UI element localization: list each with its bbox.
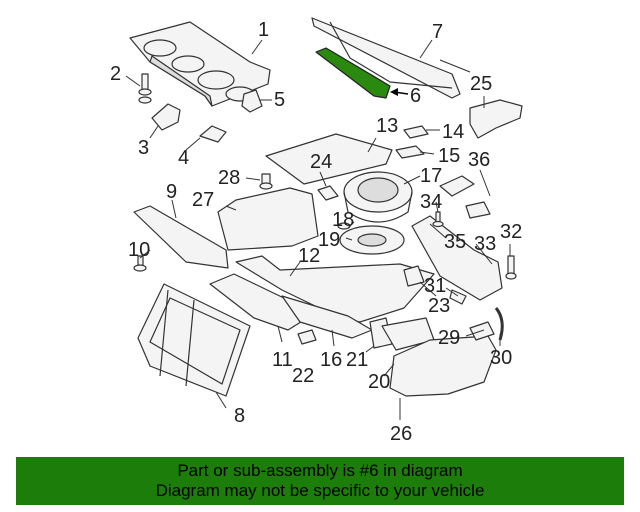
callout-18: 18 <box>332 209 355 231</box>
callout-36: 36 <box>468 149 491 171</box>
callout-34: 34 <box>420 191 443 213</box>
part-1-parcel-shelf <box>129 21 271 107</box>
part-32-clip <box>505 255 517 280</box>
part-6-arrowhead <box>390 88 398 96</box>
part-36-bracket <box>439 175 475 197</box>
callout-3: 3 <box>138 137 150 159</box>
part-13-floor-cover <box>265 133 393 185</box>
part-24-box <box>317 185 339 201</box>
info-banner: Part or sub-assembly is #6 in diagram Di… <box>16 457 624 505</box>
part-7-sunshade <box>311 17 471 99</box>
callout-25: 25 <box>470 73 493 95</box>
part-10-clip <box>133 255 147 272</box>
callout-11: 11 <box>272 349 293 371</box>
callout-19: 19 <box>318 229 341 251</box>
callout-5: 5 <box>274 89 286 111</box>
part-28-bolt <box>259 173 273 190</box>
callout-12: 12 <box>298 245 321 267</box>
part-2-clip <box>138 73 152 104</box>
callout-23: 23 <box>428 295 451 317</box>
callout-4: 4 <box>178 147 190 169</box>
part-9-sill-plate <box>133 205 229 269</box>
part-12-floor-liner <box>235 255 435 323</box>
part-25-latch <box>469 99 523 139</box>
part-6-highlighted-panel <box>315 47 391 99</box>
callout-2: 2 <box>110 63 122 85</box>
callout-26: 26 <box>390 423 413 445</box>
callout-15: 15 <box>438 145 461 167</box>
part-5-bracket <box>241 89 263 113</box>
callout-31: 31 <box>424 275 447 297</box>
callout-7: 7 <box>432 21 444 43</box>
callout-16: 16 <box>320 349 343 371</box>
callout-8: 8 <box>234 405 246 427</box>
part-34-screw <box>432 211 444 228</box>
callout-14: 14 <box>442 121 465 143</box>
callout-33: 33 <box>474 233 497 255</box>
callout-1: 1 <box>258 19 270 41</box>
callout-21: 21 <box>346 349 369 371</box>
part-22-box <box>297 329 317 345</box>
part-23-bracket <box>403 265 425 287</box>
banner-line-2: Diagram may not be specific to your vehi… <box>155 481 485 500</box>
part-17-spare-tub <box>343 171 413 223</box>
part-26-side-panel <box>389 335 497 397</box>
part-4-bracket <box>199 125 227 143</box>
callout-6: 6 <box>410 85 422 107</box>
part-15-cover <box>395 145 425 159</box>
part-27-side-trim <box>217 187 319 251</box>
parts-diagram <box>125 17 523 420</box>
callout-32: 32 <box>500 221 523 243</box>
callout-9: 9 <box>166 181 178 203</box>
callout-30: 30 <box>490 347 513 369</box>
part-35-bracket <box>465 201 491 219</box>
banner-line-1: Part or sub-assembly is #6 in diagram <box>177 461 463 480</box>
callout-22: 22 <box>292 365 315 387</box>
part-30-seal <box>494 307 504 341</box>
callout-24: 24 <box>310 151 333 173</box>
callout-28: 28 <box>218 167 241 189</box>
leader-lines <box>125 39 511 420</box>
callout-10: 10 <box>128 239 151 261</box>
part-8-seatback <box>137 283 251 397</box>
callout-35: 35 <box>444 231 467 253</box>
callout-27: 27 <box>192 189 215 211</box>
part-14-cover <box>403 125 429 139</box>
callout-17: 17 <box>420 165 443 187</box>
part-3-bracket <box>151 103 181 131</box>
part-19-spare-wheel <box>339 225 405 255</box>
callout-20: 20 <box>368 371 391 393</box>
callout-29: 29 <box>438 327 461 349</box>
part-16-rear-sill <box>281 295 373 339</box>
callout-13: 13 <box>376 115 399 137</box>
